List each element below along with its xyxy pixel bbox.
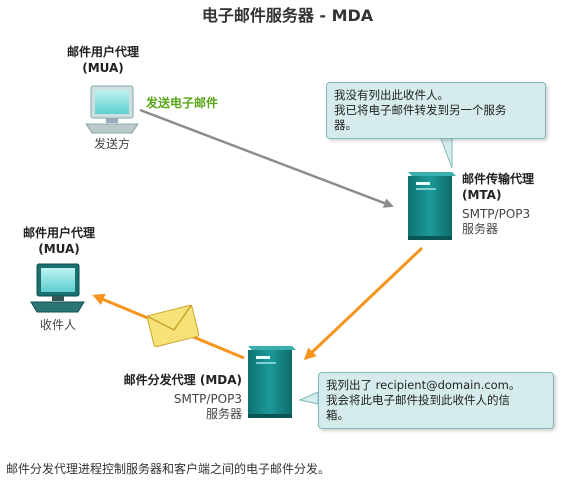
recipient-computer-icon — [30, 263, 85, 313]
mda-type: 服务器 — [205, 407, 242, 421]
mta-callout-tail — [439, 135, 453, 169]
mda-server-icon — [248, 346, 296, 418]
sender-name: 邮件用户代理 — [66, 45, 139, 59]
recipient-role: 收件人 — [39, 318, 76, 332]
mta-note-line: 器。 — [334, 118, 357, 132]
mta-name: 邮件传输代理 — [462, 172, 535, 186]
recipient-abbr: (MUA) — [38, 242, 80, 256]
diagram-caption: 邮件分发代理进程控制服务器和客户端之间的电子邮件分发。 — [6, 462, 331, 476]
recipient-name: 邮件用户代理 — [22, 226, 95, 240]
mta-callout: 我没有列出此收件人。 我已将电子邮件转发到另一个服务 器。 — [326, 82, 546, 139]
forward-arrow — [303, 246, 424, 361]
mta-server-icon — [408, 172, 456, 240]
mta-note-line: 我没有列出此收件人。 — [334, 88, 449, 102]
mta-type: 服务器 — [462, 222, 499, 236]
diagram-title: 电子邮件服务器 - MDA — [201, 6, 374, 25]
mta-protocol: SMTP/POP3 — [462, 207, 531, 221]
mta-note-line: 我已将电子邮件转发到另一个服务 — [334, 103, 507, 117]
mda-note-line: 我列出了 recipient@domain.com。 — [326, 378, 521, 392]
sender-role: 发送方 — [93, 137, 130, 151]
send-arrow — [139, 108, 394, 208]
mda-callout-tail — [298, 391, 319, 405]
mda-note-line: 箱。 — [326, 408, 349, 422]
mda-note-line: 我会将此电子邮件投到此收件人的信 — [326, 393, 510, 407]
mda-protocol: SMTP/POP3 — [173, 392, 242, 406]
envelope-icon — [146, 304, 200, 348]
mda-callout: 我列出了 recipient@domain.com。 我会将此电子邮件投到此收件… — [318, 372, 554, 429]
mta-abbr: (MTA) — [462, 188, 502, 202]
sender-computer-icon — [85, 85, 139, 134]
mda-name: 邮件分发代理 (MDA) — [123, 373, 242, 387]
send-email-label: 发送电子邮件 — [146, 96, 219, 110]
sender-abbr: (MUA) — [82, 61, 124, 75]
